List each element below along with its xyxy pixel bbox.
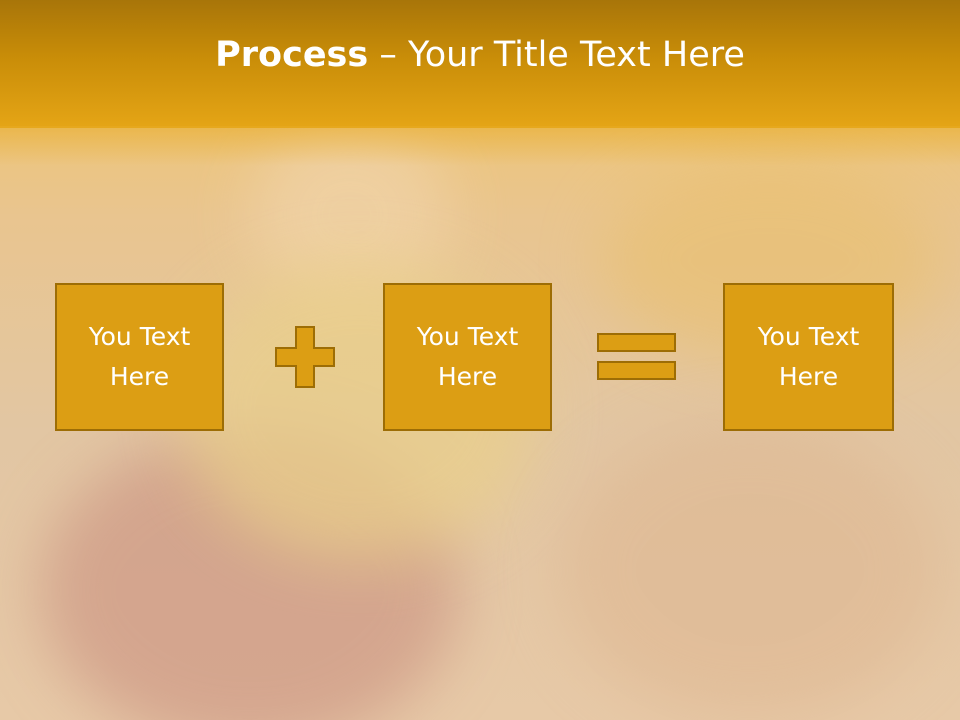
box-line1: You Text: [416, 322, 519, 351]
box-line2: Here: [778, 362, 839, 391]
title-bar: Process – Your Title Text Here: [0, 0, 960, 128]
equals-sign-top-bar-icon: [597, 333, 676, 352]
box-line2: Here: [437, 362, 498, 391]
box-line1: You Text: [757, 322, 860, 351]
title-fade: [0, 126, 960, 166]
title-bold: Process: [215, 35, 369, 75]
title-separator: –: [368, 35, 408, 75]
box-line1: You Text: [88, 322, 191, 351]
plus-sign-icon: [275, 326, 335, 388]
background-blob: [560, 420, 940, 720]
title-rest: Your Title Text Here: [407, 35, 745, 75]
slide-title[interactable]: Process – Your Title Text Here: [215, 35, 745, 75]
box-line2: Here: [109, 362, 170, 391]
equals-sign-bottom-bar-icon: [597, 361, 676, 380]
